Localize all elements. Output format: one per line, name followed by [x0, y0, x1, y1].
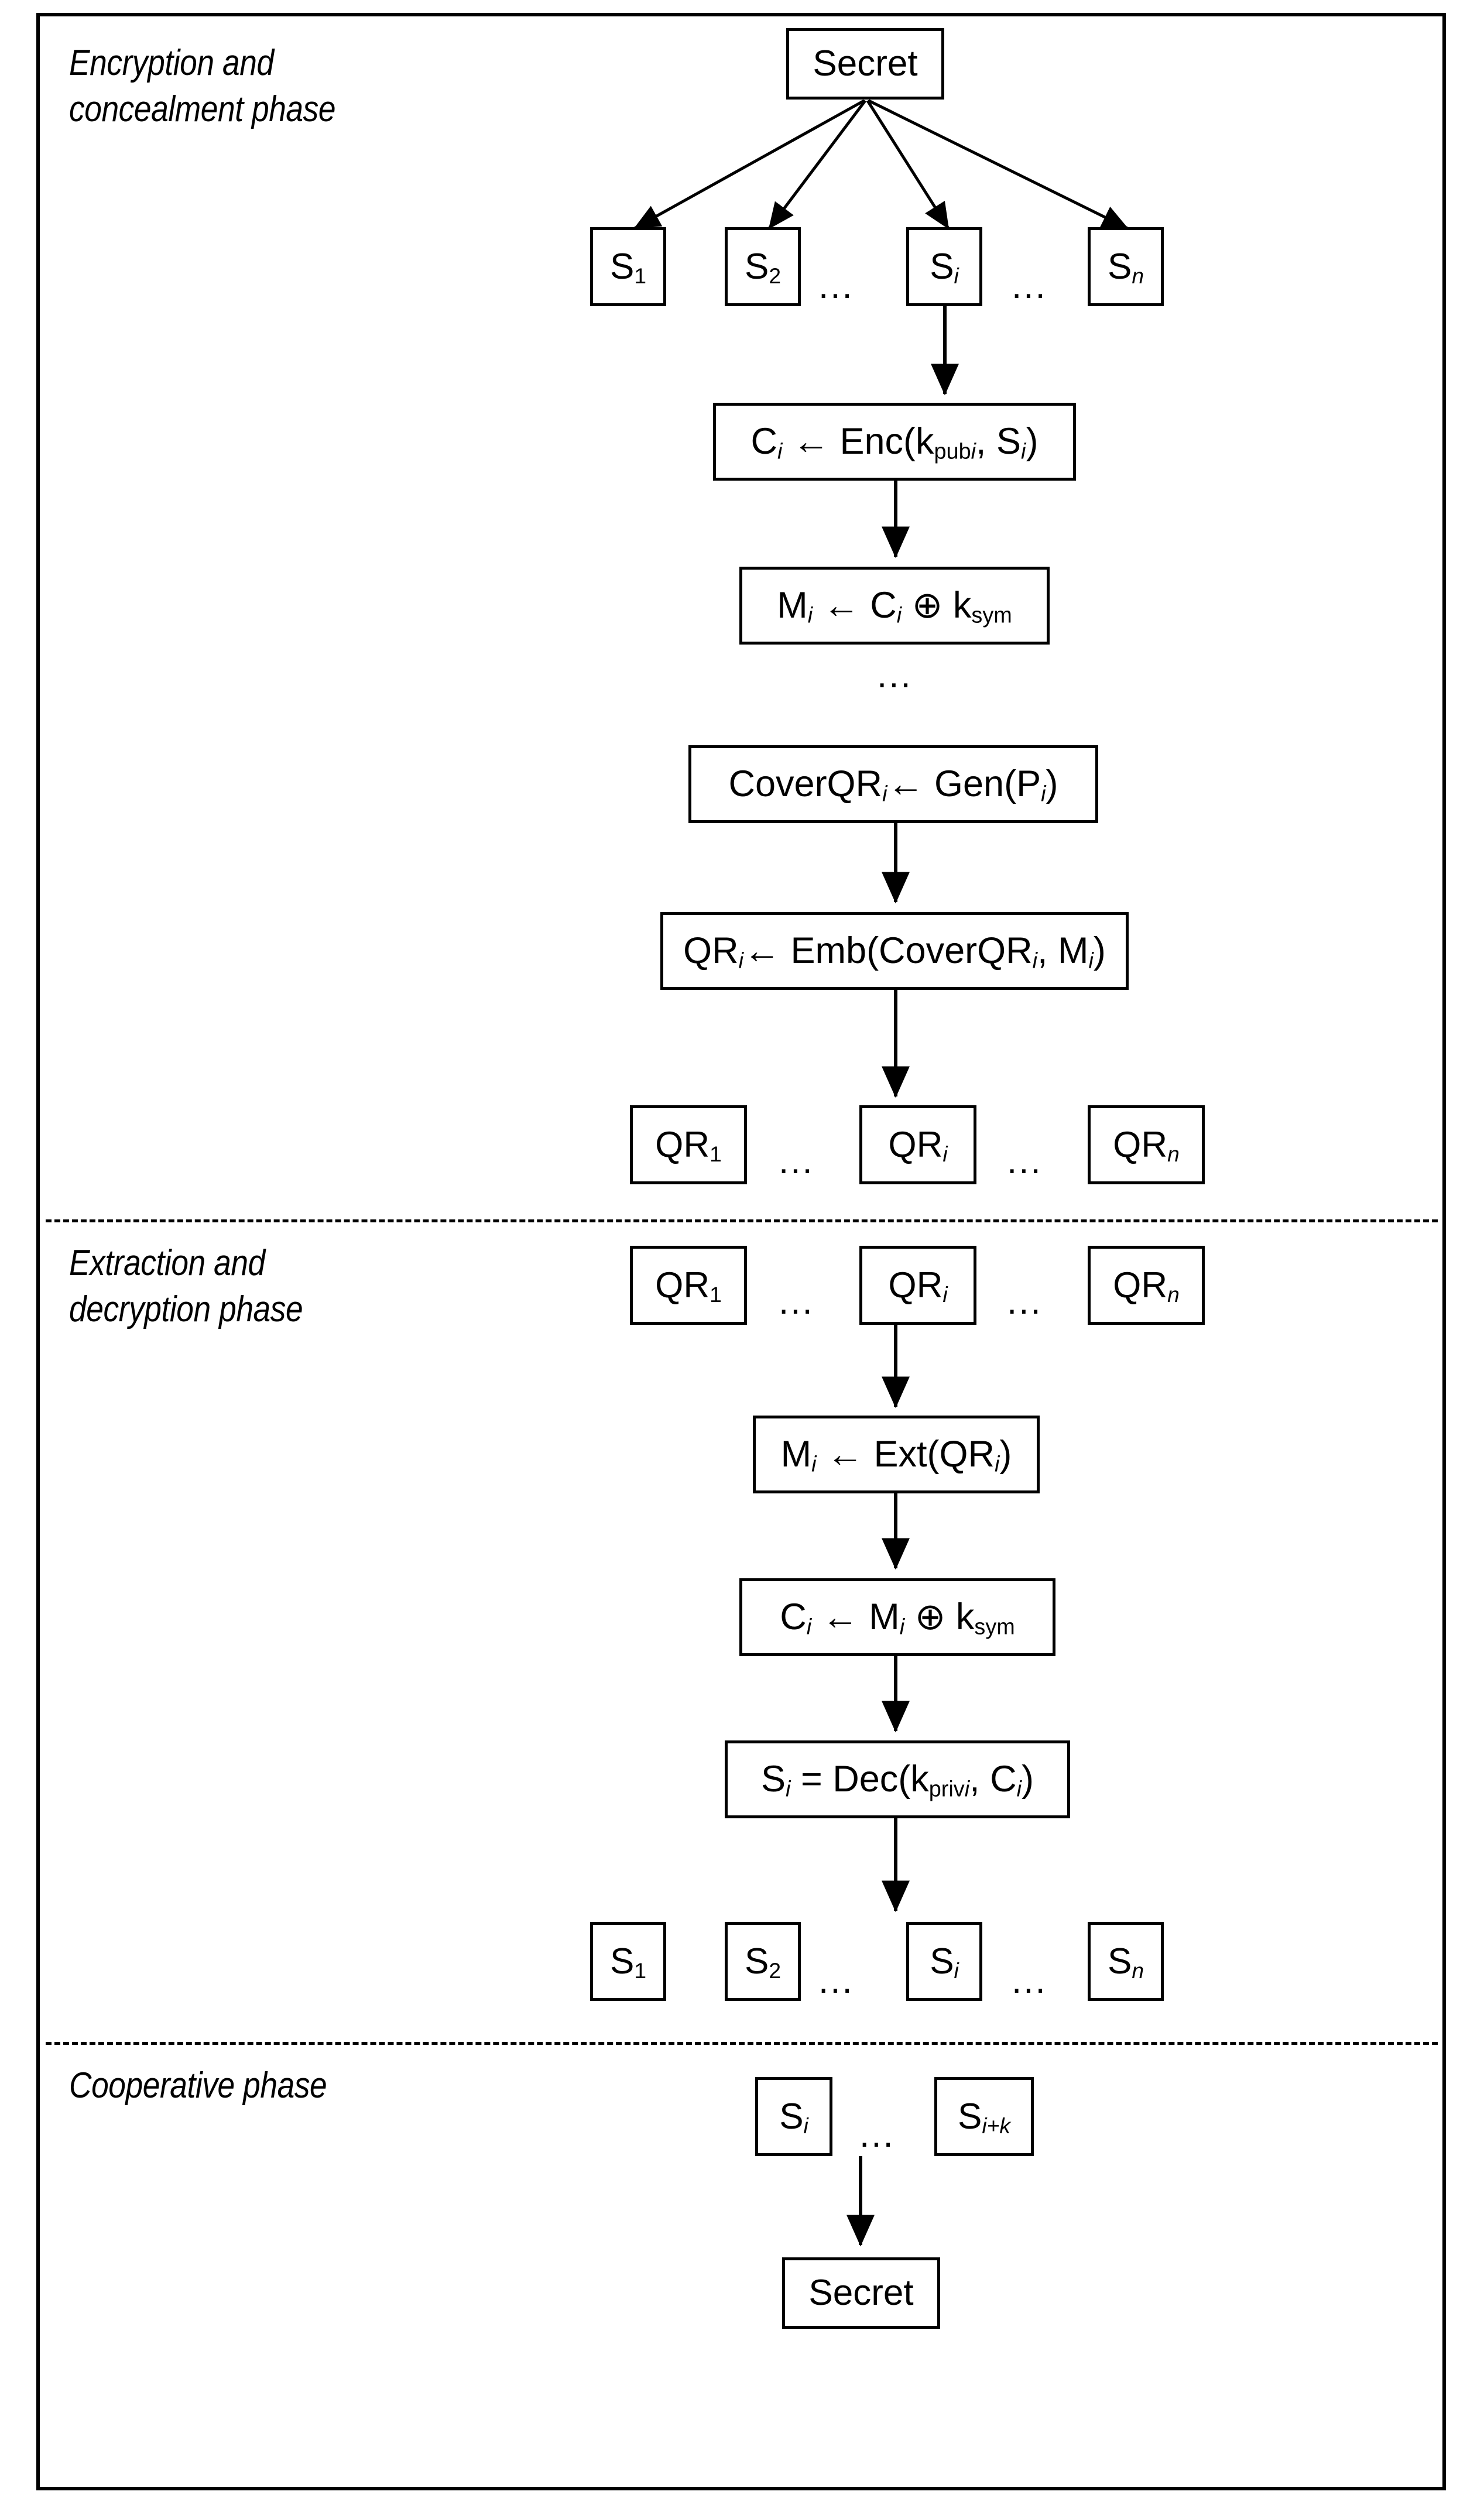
- ellipsis-between-mask-and-cover: ...: [877, 655, 913, 695]
- diagram-frame: Encryption and concealment phase Secret: [36, 13, 1446, 2490]
- ellipsis-qr-bottom-left: ...: [779, 1281, 814, 1322]
- node-qr-i-top: QRi: [859, 1105, 976, 1184]
- connector-decrypt-to-shares: [882, 1818, 976, 1924]
- node-qr-n-bottom-label: QRn: [1113, 1265, 1180, 1307]
- node-share-i-plus-k-cooperative-label: Si+k: [958, 2096, 1010, 2138]
- connector-cooperative-to-secret: [846, 2156, 941, 2259]
- node-share-n-top-label: Sn: [1107, 246, 1144, 288]
- phase-divider-1: [46, 1219, 1438, 1222]
- connector-shares-to-enc: [906, 306, 1000, 406]
- connector-cover-to-embed: [859, 823, 953, 914]
- node-formula-mask-label: Mi ← Ci ⊕ ksym: [777, 585, 1012, 628]
- node-qr-1-bottom: QR1: [630, 1246, 747, 1325]
- ellipsis-shares-bottom-right: ...: [1012, 1961, 1047, 2001]
- ellipsis-shares-top-left: ...: [818, 266, 854, 306]
- connector-xor-to-decrypt: [882, 1656, 976, 1744]
- node-share-i-cooperative: Si: [755, 2077, 832, 2156]
- connector-embed-to-qr: [859, 990, 953, 1107]
- node-qr-n-bottom: QRn: [1088, 1246, 1205, 1325]
- node-formula-cover-generate-label: CoverQRi← Gen(Pi): [728, 763, 1058, 807]
- node-qr-i-bottom-label: QRi: [888, 1265, 948, 1307]
- node-share-n-bottom: Sn: [1088, 1922, 1164, 2001]
- phase-divider-2: [46, 2042, 1438, 2045]
- node-formula-extract: Mi ← Ext(QRi): [753, 1416, 1040, 1493]
- node-secret-top: Secret: [786, 28, 944, 100]
- node-formula-extract-label: Mi ← Ext(QRi): [780, 1434, 1012, 1477]
- phase-label-cooperative: Cooperative phase: [69, 2065, 327, 2106]
- ellipsis-qr-bottom-right: ...: [1007, 1281, 1043, 1322]
- node-share-i-cooperative-label: Si: [779, 2096, 808, 2138]
- node-formula-decrypt: Si = Dec(kprivi, Ci): [725, 1740, 1070, 1818]
- phase-label-encryption: Encryption and concealment phase: [69, 43, 336, 130]
- node-qr-i-bottom: QRi: [859, 1246, 976, 1325]
- node-share-2-top: S2: [725, 227, 801, 306]
- ellipsis-shares-top-right: ...: [1012, 266, 1047, 306]
- node-share-2-bottom-label: S2: [744, 1941, 782, 1983]
- ellipsis-cooperative: ...: [859, 2115, 895, 2155]
- node-share-i-bottom: Si: [906, 1922, 982, 2001]
- node-formula-encrypt-label: Ci ← Enc(kpubi, Si): [750, 421, 1039, 464]
- node-formula-cover-generate: CoverQRi← Gen(Pi): [688, 745, 1098, 823]
- node-formula-unmask: Ci ← Mi ⊕ ksym: [739, 1578, 1055, 1656]
- node-share-1-bottom-label: S1: [609, 1941, 647, 1983]
- node-share-i-plus-k-cooperative: Si+k: [934, 2077, 1034, 2156]
- node-secret-bottom-label: Secret: [808, 2273, 914, 2313]
- ellipsis-qr-top-left: ...: [779, 1141, 814, 1181]
- node-qr-n-top: QRn: [1088, 1105, 1205, 1184]
- node-share-1-top: S1: [590, 227, 666, 306]
- node-qr-i-top-label: QRi: [888, 1124, 948, 1166]
- node-formula-mask: Mi ← Ci ⊕ ksym: [739, 567, 1050, 645]
- connector-secret-to-shares: [40, 98, 1445, 239]
- node-share-i-top: Si: [906, 227, 982, 306]
- node-qr-n-top-label: QRn: [1113, 1124, 1180, 1166]
- node-qr-1-top: QR1: [630, 1105, 747, 1184]
- ellipsis-shares-bottom-left: ...: [818, 1961, 854, 2001]
- node-formula-unmask-label: Ci ← Mi ⊕ ksym: [780, 1596, 1015, 1640]
- phase-label-extraction: Extraction and decryption phase: [69, 1243, 303, 1330]
- node-formula-embed: QRi← Emb(CoverQRi, Mi): [660, 912, 1129, 990]
- node-share-n-top: Sn: [1088, 227, 1164, 306]
- node-formula-encrypt: Ci ← Enc(kpubi, Si): [713, 403, 1076, 481]
- ellipsis-qr-top-right: ...: [1007, 1141, 1043, 1181]
- node-qr-1-bottom-label: QR1: [655, 1265, 722, 1307]
- node-formula-decrypt-label: Si = Dec(kprivi, Ci): [760, 1759, 1034, 1802]
- connector-enc-to-xor: [859, 481, 953, 568]
- connector-qr-to-extract: [882, 1325, 976, 1418]
- node-share-n-bottom-label: Sn: [1107, 1941, 1144, 1983]
- node-share-1-bottom: S1: [590, 1922, 666, 2001]
- node-secret-bottom: Secret: [782, 2257, 940, 2329]
- node-share-i-bottom-label: Si: [930, 1941, 959, 1983]
- node-formula-embed-label: QRi← Emb(CoverQRi, Mi): [683, 930, 1106, 974]
- connector-extract-to-xor: [882, 1493, 976, 1581]
- node-secret-top-label: Secret: [813, 43, 918, 84]
- node-share-2-top-label: S2: [744, 246, 782, 288]
- node-qr-1-top-label: QR1: [655, 1124, 722, 1166]
- node-share-i-top-label: Si: [930, 246, 959, 288]
- node-share-2-bottom: S2: [725, 1922, 801, 2001]
- node-share-1-top-label: S1: [609, 246, 647, 288]
